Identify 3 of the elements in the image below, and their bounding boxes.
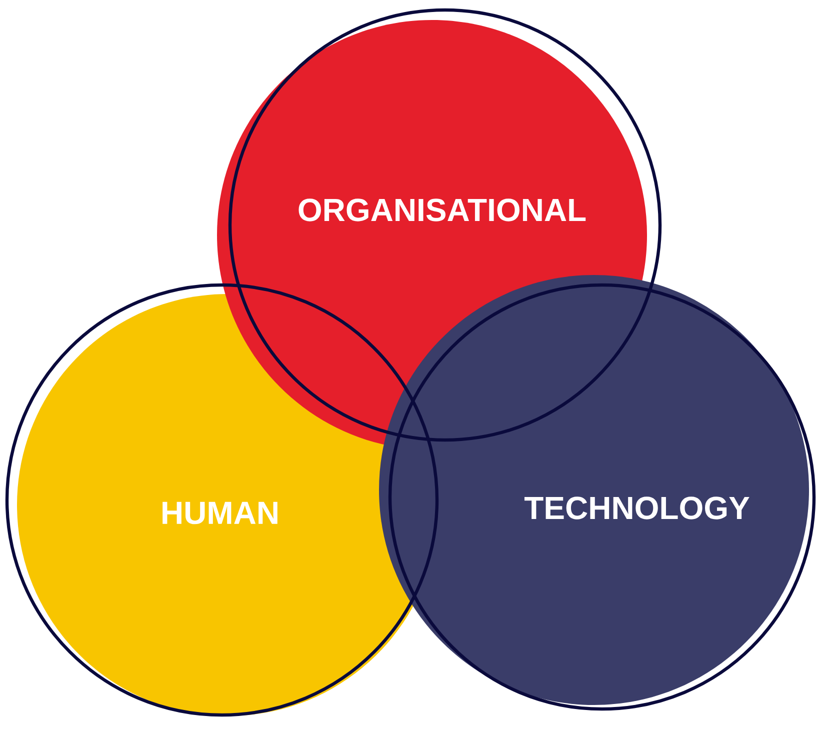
circle-label: ORGANISATIONAL xyxy=(298,198,586,222)
circle-label: HUMAN xyxy=(162,502,278,524)
circle-label: TECHNOLOGY xyxy=(524,496,750,520)
